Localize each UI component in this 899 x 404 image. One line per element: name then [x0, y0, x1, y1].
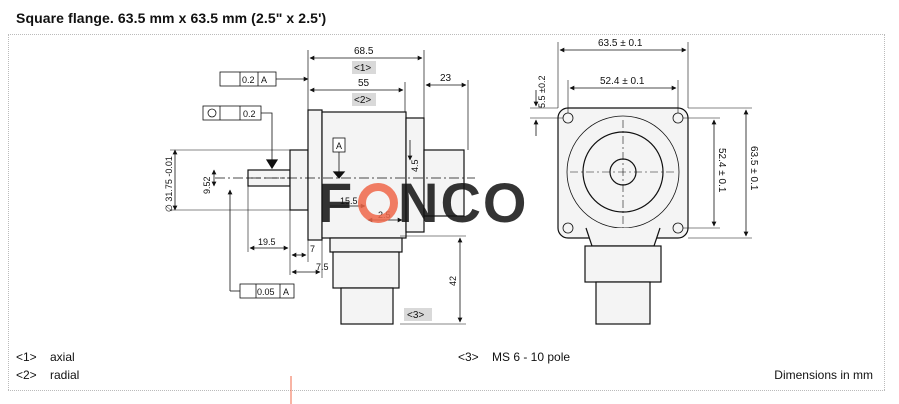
legend-item-1: <1> axial [16, 350, 75, 364]
tol-flat-value: 0.05 [257, 287, 275, 297]
watermark-text: F [318, 171, 354, 234]
axial-connector [423, 149, 465, 217]
legend-text-1: axial [50, 350, 75, 364]
datum-a: A [336, 141, 342, 151]
marker-2-bg [352, 93, 376, 106]
marker-3: <3> [407, 310, 424, 321]
legend-key-1: <1> [16, 350, 37, 364]
legend-key-2: <2> [16, 368, 37, 382]
dim-dia-31-75: ∅ 31.75 -0.01 [164, 156, 174, 212]
dim-55: 55 [358, 78, 370, 89]
legend-text-2: radial [50, 368, 80, 382]
watermark-logo: F NCO [318, 171, 528, 234]
marker-3-bg [404, 308, 432, 321]
side-view [170, 50, 475, 325]
tol-concentric-value: 0.2 [243, 109, 256, 119]
tol-runout-datum: A [261, 75, 267, 85]
radial-connector-plug [340, 287, 394, 325]
dim-7-5: 7.5 [316, 262, 329, 272]
front-connector-body [584, 245, 662, 283]
front-connector-plug [595, 281, 651, 325]
frame-left-border [8, 34, 9, 390]
dim-63-5-top: 63.5 ± 0.1 [598, 38, 643, 49]
dim-19-5: 19.5 [258, 237, 276, 247]
radial-connector-neck [329, 237, 403, 253]
legend-item-3: <3> MS 6 - 10 pole [458, 350, 570, 364]
marker-2: <2> [354, 95, 371, 106]
legend-item-2: <2> radial [16, 368, 79, 382]
dim-42: 42 [448, 276, 458, 286]
flange-hub [289, 149, 309, 211]
watermark-red-ring [358, 183, 398, 223]
tol-flat-datum: A [283, 287, 289, 297]
dim-23: 23 [440, 73, 452, 84]
radial-connector-body [332, 251, 400, 289]
tol-runout-value: 0.2 [242, 75, 255, 85]
legend-text-3: MS 6 - 10 pole [492, 350, 571, 364]
marker-1: <1> [354, 63, 371, 74]
svg-text:NCO: NCO [398, 171, 528, 234]
dim-68-5: 68.5 [354, 46, 374, 57]
dim-52-4-top: 52.4 ± 0.1 [600, 76, 645, 87]
dim-63-5-side: 63.5 ± 0.1 [748, 146, 759, 191]
front-view [530, 42, 752, 325]
frame-bottom-border [8, 390, 885, 391]
units-note: Dimensions in mm [774, 368, 873, 382]
frame-top-border [8, 34, 885, 35]
dim-15-5: 15.5 [340, 196, 358, 206]
page-title: Square flange. 63.5 mm x 63.5 mm (2.5" x… [16, 10, 327, 26]
frame-right-border [884, 34, 885, 390]
dim-7: 7 [310, 244, 315, 254]
dim-52-4-side: 52.4 ± 0.1 [716, 148, 727, 193]
dim-4-5: 4.5 [410, 159, 420, 172]
front-connector-neck [585, 227, 661, 247]
dim-5-5: 5.5 ±0.2 [537, 76, 547, 108]
legend-key-3: <3> [458, 350, 479, 364]
marker-1-bg [352, 61, 376, 74]
dim-9-52: 9.52 [202, 176, 212, 194]
